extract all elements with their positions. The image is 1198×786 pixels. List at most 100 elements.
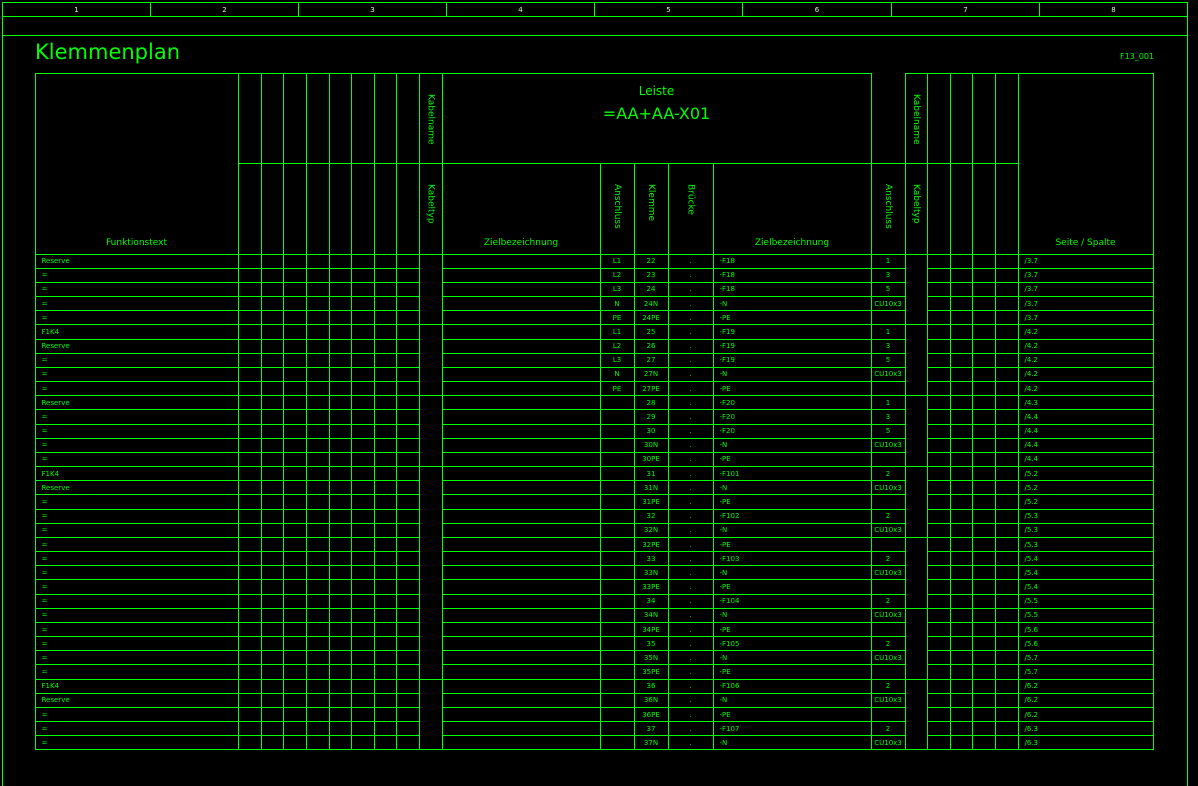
header-blank-bottom: [237, 162, 262, 255]
klemme-cell: 37: [633, 721, 669, 737]
blank-cell: [328, 281, 352, 297]
blank-cell: [350, 451, 375, 468]
zielbezeichnung-left-cell: [441, 650, 601, 666]
seite-spalte-cell: /5.3: [1017, 508, 1154, 524]
blank-cell: [350, 650, 375, 666]
blank-cell: [237, 494, 262, 510]
seite-spalte-cell: /6.3: [1017, 721, 1154, 737]
blank-cell: [237, 366, 262, 383]
klemme-cell: 22: [633, 253, 669, 269]
funktionstext-cell: F1K4: [34, 324, 239, 340]
blank-cell: [350, 494, 375, 510]
blank-cell: [373, 395, 397, 411]
blank-cell: [282, 423, 307, 439]
klemme-cell: 30PE: [633, 451, 669, 468]
blank-cell: [305, 253, 330, 269]
blank-cell: [971, 579, 996, 595]
blank-cell: [926, 395, 951, 411]
seite-spalte-cell: /5.7: [1017, 664, 1154, 680]
blank-cell: [305, 621, 330, 638]
blank-cell: [282, 650, 307, 666]
blank-cell: [260, 310, 284, 326]
blank-cell: [305, 735, 330, 751]
blank-cell: [395, 721, 420, 737]
blank-cell: [350, 735, 375, 751]
blank-cell: [305, 650, 330, 666]
zielbezeichnung-left-cell: [441, 706, 601, 723]
blank-cell: [305, 579, 330, 595]
ruler-column-8: 8: [1039, 2, 1188, 17]
blank-cell: [350, 366, 375, 383]
zielbezeichnung-left-cell: [441, 480, 601, 496]
blank-cell: [994, 338, 1019, 354]
seite-spalte-cell: /5.6: [1017, 621, 1154, 638]
blank-cell: [282, 296, 307, 312]
blank-cell: [350, 508, 375, 524]
blank-cell: [282, 522, 307, 538]
zielbezeichnung-left-cell: [441, 395, 601, 411]
bruecke-cell: .: [667, 267, 714, 283]
blank-cell: [350, 692, 375, 708]
blank-cell: [926, 366, 951, 383]
header-kabeltyp-right: Kabeltyp: [904, 162, 928, 255]
anschluss-right-cell: CU10x3: [870, 650, 906, 666]
blank-cell: [373, 296, 397, 312]
funktionstext-cell: =: [34, 650, 239, 666]
blank-cell: [994, 437, 1019, 453]
blank-cell: [971, 437, 996, 453]
blank-cell: [971, 636, 996, 652]
blank-cell: [373, 466, 397, 482]
anschluss-left-cell: [599, 593, 635, 609]
blank-cell: [237, 536, 262, 553]
blank-cell: [395, 480, 420, 496]
bruecke-cell: .: [667, 409, 714, 425]
blank-cell: [949, 466, 973, 482]
anschluss-left-cell: [599, 409, 635, 425]
blank-cell: [350, 466, 375, 482]
blank-cell: [971, 338, 996, 354]
blank-cell: [328, 522, 352, 538]
seite-spalte-cell: /5.2: [1017, 466, 1154, 482]
anschluss-left-cell: [599, 437, 635, 453]
blank-cell: [328, 352, 352, 368]
blank-cell: [926, 381, 951, 397]
header-blank-bottom: [994, 162, 1019, 255]
blank-cell: [949, 565, 973, 581]
header-kabelname-right: Kabelname: [904, 72, 928, 164]
zielbezeichnung-right-cell: -PE: [712, 310, 872, 326]
blank-cell: [373, 423, 397, 439]
blank-cell: [994, 607, 1019, 623]
klemme-cell: 37N: [633, 735, 669, 751]
blank-cell: [949, 621, 973, 638]
blank-cell: [328, 551, 352, 567]
seite-spalte-cell: /4.4: [1017, 437, 1154, 453]
blank-cell: [328, 621, 352, 638]
anschluss-right-cell: CU10x3: [870, 607, 906, 623]
blank-cell: [350, 281, 375, 297]
anschluss-right-cell: 1: [870, 253, 906, 269]
zielbezeichnung-left-cell: [441, 253, 601, 269]
blank-cell: [949, 678, 973, 694]
seite-spalte-cell: /5.3: [1017, 522, 1154, 538]
zielbezeichnung-left-cell: [441, 437, 601, 453]
funktionstext-cell: =: [34, 621, 239, 638]
blank-cell: [373, 310, 397, 326]
blank-cell: [373, 692, 397, 708]
blank-cell: [260, 664, 284, 680]
blank-cell: [395, 593, 420, 609]
bruecke-cell: .: [667, 593, 714, 609]
funktionstext-cell: =: [34, 423, 239, 439]
blank-cell: [395, 338, 420, 354]
ruler-column-6: 6: [742, 2, 892, 17]
bruecke-cell: .: [667, 352, 714, 368]
bruecke-cell: .: [667, 579, 714, 595]
blank-cell: [350, 579, 375, 595]
blank-cell: [260, 621, 284, 638]
blank-cell: [395, 565, 420, 581]
blank-cell: [971, 494, 996, 510]
klemme-cell: 34: [633, 593, 669, 609]
blank-cell: [926, 664, 951, 680]
blank-cell: [373, 480, 397, 496]
blank-cell: [350, 607, 375, 623]
blank-cell: [949, 480, 973, 496]
